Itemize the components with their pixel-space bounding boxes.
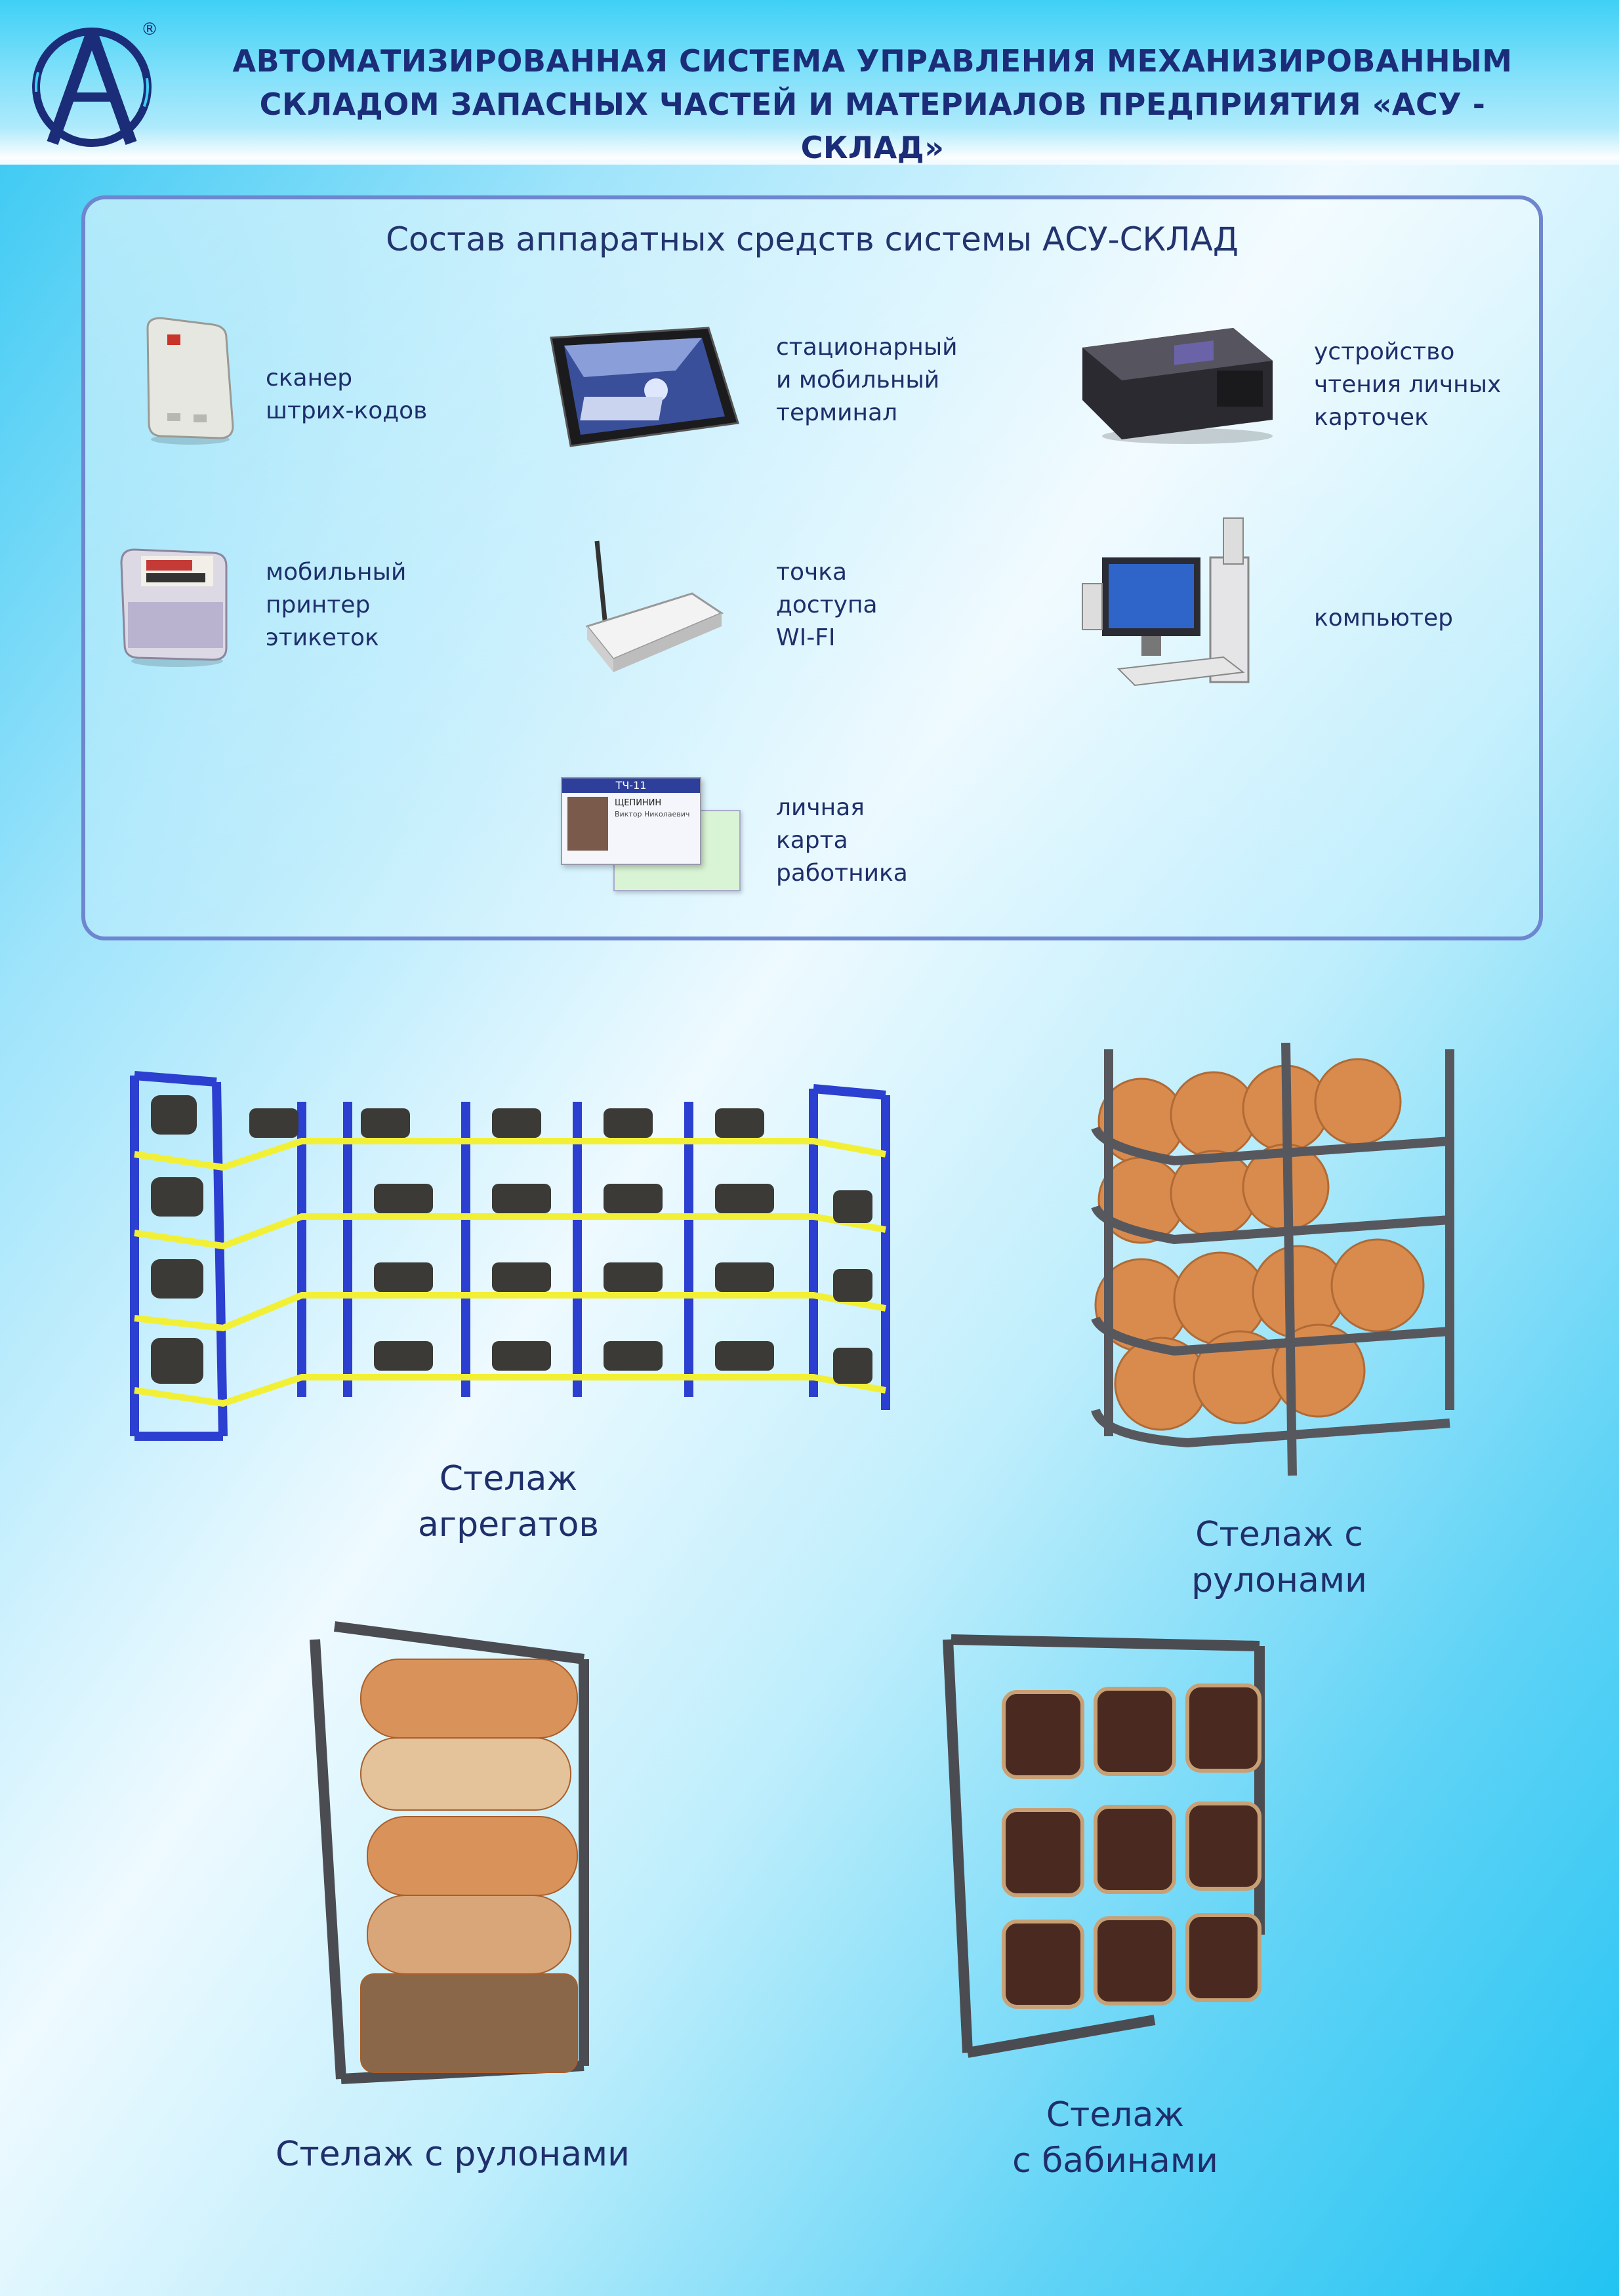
label-printer-label: мобильный принтер этикеток: [266, 559, 407, 651]
card-name: ЩЕПИНИН: [615, 798, 662, 808]
registered-mark: ®: [141, 20, 158, 39]
linoleum-roll-rack-caption: Стелаж с рулонами: [276, 2135, 630, 2174]
aggregate-rack-caption: Стелаж агрегатов: [417, 1459, 600, 1544]
card-header: ТЧ-11: [562, 778, 700, 793]
barcode-scanner-label: сканер штрих-кодов: [266, 365, 428, 424]
desktop-computer-icon: [1079, 512, 1289, 702]
wifi-router-icon: [581, 534, 725, 679]
wifi-router-label: точка доступа WI-FI: [776, 559, 878, 651]
desktop-computer-label: компьютер: [1314, 605, 1453, 632]
cable-reel-rack-image: [932, 1626, 1325, 2075]
card-reader-icon: [1076, 321, 1279, 446]
log-roll-rack-caption: Стелаж с рулонами: [1191, 1515, 1367, 1600]
aggregate-rack-image: [125, 1069, 899, 1452]
barcode-scanner-icon: [134, 315, 239, 446]
title-line-1: АВТОМАТИЗИРОВАННАЯ СИСТЕМА УПРАВЛЕНИЯ МЕ…: [232, 43, 1513, 79]
page-header: ® АВТОМАТИЗИРОВАННАЯ СИСТЕМА УПРАВЛЕНИЯ …: [0, 0, 1619, 165]
card-subname: Виктор Николаевич: [615, 810, 690, 818]
log-roll-rack-image: [1082, 1042, 1463, 1498]
employee-card-label: личная карта работника: [776, 794, 908, 887]
employee-photo: [567, 797, 608, 851]
page-title: АВТОМАТИЗИРОВАННАЯ СИСТЕМА УПРАВЛЕНИЯ МЕ…: [197, 39, 1548, 169]
title-line-2: СКЛАДОМ ЗАПАСНЫХ ЧАСТЕЙ И МАТЕРИАЛОВ ПРЕ…: [259, 87, 1486, 165]
label-printer-icon: [115, 543, 233, 668]
hardware-panel: Состав аппаратных средств системы АСУ-СК…: [81, 195, 1543, 940]
linoleum-roll-rack-image: [302, 1620, 604, 2095]
tablet-terminal-icon: [544, 325, 741, 449]
tablet-terminal-label: стационарный и мобильный терминал: [776, 334, 958, 426]
hardware-panel-title: Состав аппаратных средств системы АСУ-СК…: [386, 220, 1239, 258]
letter-a-logo-icon: [26, 18, 164, 156]
card-reader-label: устройство чтения личных карточек: [1314, 338, 1502, 431]
cable-reel-rack-caption: Стелаж с бабинами: [1012, 2095, 1218, 2181]
